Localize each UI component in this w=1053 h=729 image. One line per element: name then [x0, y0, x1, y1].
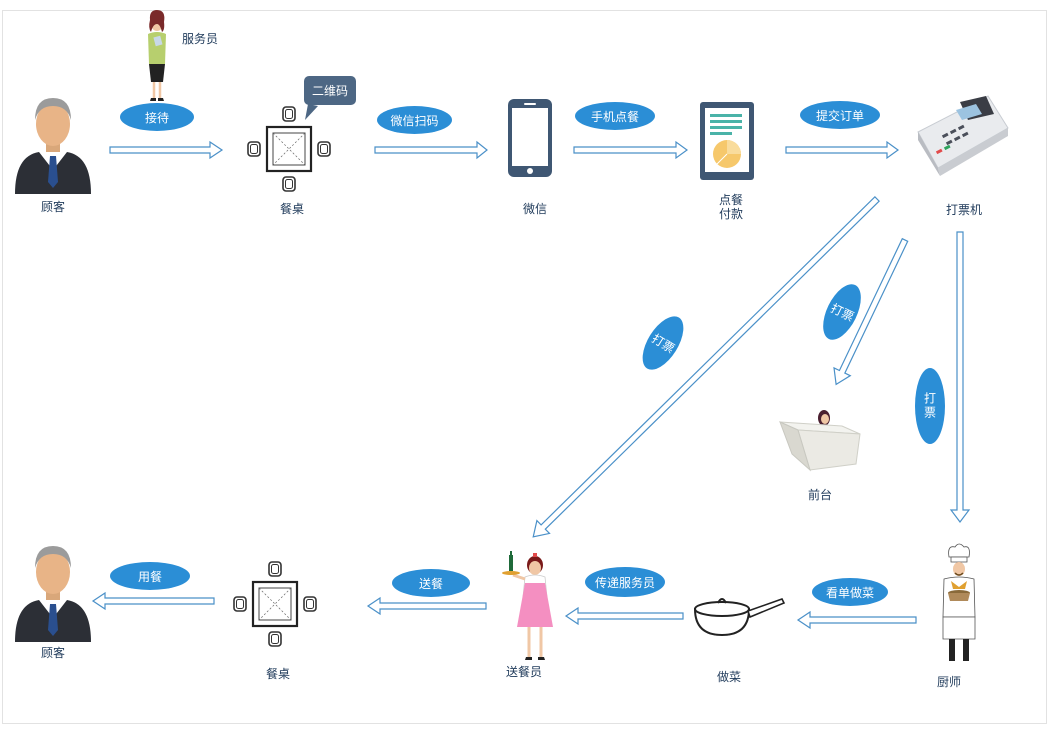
node-label-table-bottom: 餐桌	[265, 667, 291, 681]
edge-label-view-and-cook: 看单做菜	[812, 578, 888, 606]
qr-bubble-tail	[305, 104, 318, 120]
node-label-table-top: 餐桌	[279, 202, 305, 216]
waiter-icon	[148, 10, 166, 101]
edge-label-deliver: 送餐	[392, 569, 470, 597]
wok-icon	[693, 598, 786, 637]
edge-label-print-to-delivery-text: 打票	[648, 331, 677, 356]
flow-arrows	[91, 140, 971, 630]
arrow-scan	[374, 140, 488, 160]
arrow-receive	[109, 140, 224, 160]
node-label-order-pay: 点餐 付款	[718, 193, 744, 221]
customer-top-icon	[15, 98, 91, 194]
node-label-customer-top: 顾客	[40, 200, 66, 214]
front-desk-icon	[779, 410, 861, 472]
customer-bottom-icon	[15, 546, 91, 642]
table-top-icon	[248, 107, 330, 191]
arrow-deliver	[366, 596, 487, 616]
node-label-chef: 厨师	[936, 675, 962, 689]
phone-icon	[508, 99, 552, 177]
diagonal-arrows	[532, 196, 909, 538]
arrow-submit-order	[785, 140, 900, 160]
arrow-view-and-cook	[796, 610, 917, 630]
node-label-printer: 打票机	[945, 203, 983, 217]
node-label-waiter: 服务员	[181, 32, 219, 46]
arrow-print-to-desk	[833, 237, 909, 386]
node-label-front-desk: 前台	[807, 488, 833, 502]
node-label-delivery-staff: 送餐员	[505, 665, 543, 679]
table-bottom-icon	[234, 562, 316, 646]
order-tablet-icon	[700, 102, 754, 180]
edge-label-receive: 接待	[120, 103, 194, 131]
delivery-staff-icon	[502, 551, 553, 660]
arrow-mobile-order	[573, 140, 689, 160]
node-label-cooking: 做菜	[716, 670, 742, 684]
arrow-pass-to-staff	[564, 606, 684, 626]
edge-label-print-to-chef: 打票	[915, 368, 945, 444]
diagram-frame	[2, 10, 1047, 724]
node-label-customer-bottom: 顾客	[40, 646, 66, 660]
edge-label-print-to-desk-text: 打票	[827, 300, 856, 325]
edge-label-pass-to-staff: 传递服务员	[585, 567, 665, 597]
printer-icon	[917, 95, 1009, 176]
arrow-print-to-chef	[949, 231, 971, 523]
qr-code-bubble: 二维码	[304, 76, 357, 105]
edge-label-dine: 用餐	[110, 562, 190, 590]
arrow-print-to-delivery	[532, 196, 880, 538]
edge-label-submit-order: 提交订单	[800, 101, 880, 129]
edge-label-scan: 微信扫码	[377, 106, 452, 134]
node-label-wechat: 微信	[522, 202, 548, 216]
chef-icon	[942, 543, 976, 661]
edge-label-mobile-order: 手机点餐	[575, 102, 655, 130]
arrow-dine	[91, 591, 215, 611]
